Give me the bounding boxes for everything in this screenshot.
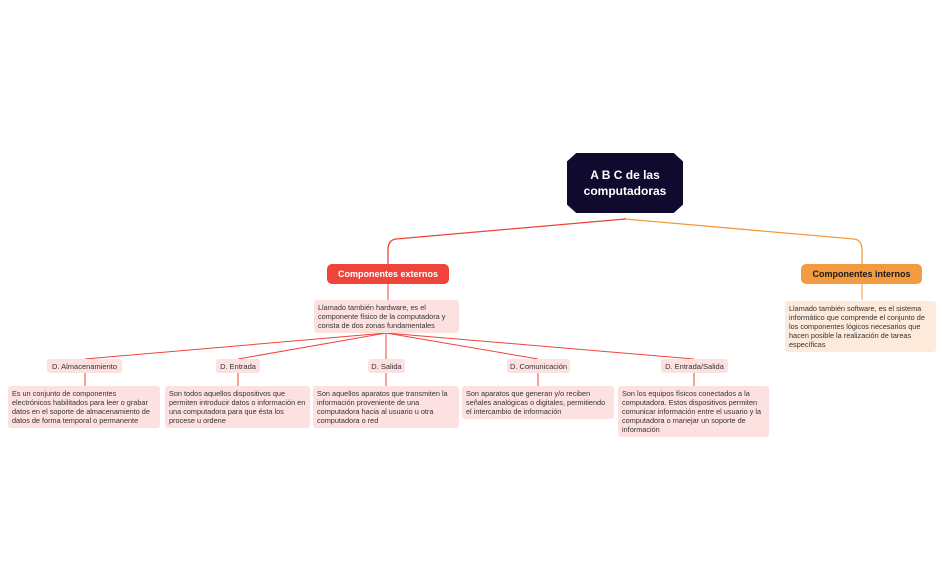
external-components-node[interactable]: Componentes externos	[327, 264, 449, 284]
device-label-input[interactable]: D. Entrada	[216, 359, 260, 373]
external-description[interactable]: Llamado también hardware, es el componen…	[314, 300, 459, 333]
connector-root-internal	[624, 218, 863, 264]
device-label-output[interactable]: D. Salida	[368, 359, 405, 373]
device-label-storage[interactable]: D. Almacenamiento	[47, 359, 122, 373]
device-description-input-output[interactable]: Son los equipos físicos conectados a la …	[618, 386, 769, 437]
connector-root-external	[387, 218, 626, 264]
device-label-communication[interactable]: D. Comunicación	[507, 359, 570, 373]
device-description-storage[interactable]: Es un conjunto de componentes electrónic…	[8, 386, 160, 428]
device-description-input[interactable]: Son todos aquellos dispositivos que perm…	[165, 386, 310, 428]
device-label-input-output[interactable]: D. Entrada/Salida	[661, 359, 728, 373]
device-description-communication[interactable]: Son aparatos que generan y/o reciben señ…	[462, 386, 614, 419]
internal-components-title: Componentes internos	[812, 269, 911, 279]
external-components-title: Componentes externos	[337, 269, 439, 279]
internal-description[interactable]: Llamado también software, es el sistema …	[785, 301, 936, 352]
device-description-output[interactable]: Son aquellos aparatos que transmiten la …	[313, 386, 459, 428]
root-title: A B C de las computadoras	[583, 168, 667, 198]
root-node[interactable]: A B C de las computadoras	[567, 153, 683, 213]
internal-components-node[interactable]: Componentes internos	[801, 264, 922, 284]
